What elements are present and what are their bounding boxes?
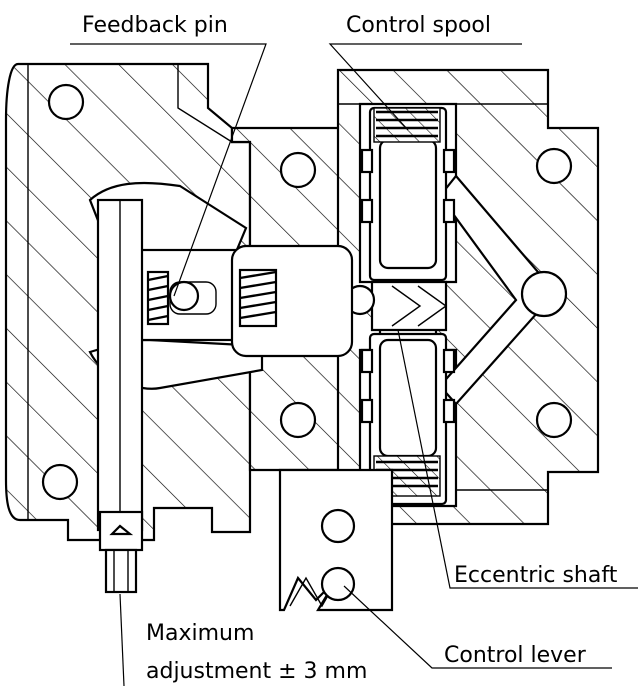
bolt-hole: [41, 463, 79, 501]
label-feedback-pin: Feedback pin: [82, 13, 228, 38]
housing-step-line: [177, 64, 233, 143]
label-control-spool: Control spool: [346, 13, 491, 38]
leader-eccentric-shaft: [397, 329, 638, 589]
bolt-hole: [279, 151, 317, 189]
eccentric-core: [370, 280, 448, 332]
bolt-hole: [535, 401, 573, 439]
feedback-spring-right: [238, 268, 278, 328]
diagonal-channel: [438, 174, 540, 406]
bolt-hole: [535, 147, 573, 185]
channel-plug: [520, 270, 568, 318]
label-control-lever: Control lever: [444, 643, 587, 668]
label-maximum: Maximum: [146, 621, 254, 646]
lower-control-spool: [360, 332, 456, 506]
leader-feedback-pin: [70, 43, 267, 297]
lever-hole: [320, 566, 356, 602]
bolt-hole: [279, 401, 317, 439]
label-adjustment: adjustment ± 3 mm: [146, 659, 367, 684]
lever-hole: [320, 508, 356, 544]
upper-control-spool: [360, 106, 456, 282]
feedback-spring-left: [146, 270, 170, 326]
leader-control-lever: [343, 585, 612, 669]
leader-control-spool: [328, 43, 522, 131]
eccentric-detail: [391, 285, 448, 327]
feedback-pin-slot: [169, 281, 217, 315]
label-eccentric-shaft: Eccentric shaft: [454, 563, 618, 588]
bolt-hole: [47, 83, 85, 121]
leader-maximum-adjustment: [119, 593, 125, 687]
adjustment-screw: [96, 198, 144, 594]
